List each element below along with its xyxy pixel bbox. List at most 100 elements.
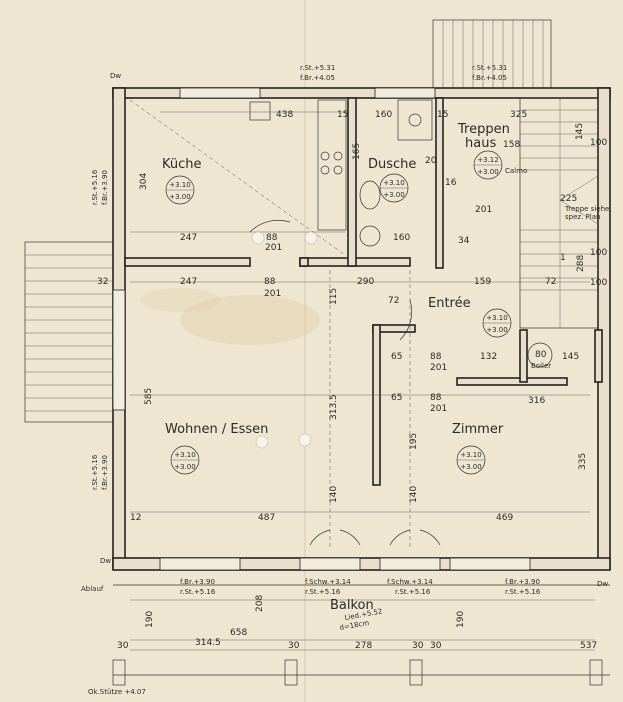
dim: 88 [266,233,278,243]
dim: 30 [412,641,424,651]
dim: 115 [329,288,339,305]
level-bottom-2b: r.St.+5.16 [305,588,341,596]
inner-walls [124,97,603,486]
punch-hole [255,435,269,449]
note-boiler: Boiler [531,362,551,370]
note-dw: Dw [597,580,608,588]
paper-stain [180,295,320,345]
level-west-1b: f.Br.+3.90 [101,170,109,205]
dim: 201 [475,205,492,215]
staircase [519,97,599,368]
dim: 469 [496,513,513,523]
dim: 159 [474,277,491,287]
dim: 145 [562,352,579,362]
zimmer-level-marker: +3.10 +3.00 [456,445,486,475]
dim: 195 [409,433,419,450]
level-bottom-3b: r.St.+5.16 [395,588,431,596]
level-top: +3.10 [486,314,507,322]
level-bottom-4b: r.St.+5.16 [505,588,541,596]
dim: 80 [535,350,547,360]
room-dusche: Dusche [368,157,416,172]
dim: 65 [391,352,402,362]
level-top: +3.10 [174,451,195,459]
dim: 72 [388,296,399,306]
dimension-labels: 438 15 160 15 325 304 165 20 100 145 16 … [97,110,607,651]
dim: 16 [445,178,457,188]
south-balcony [112,584,610,686]
level-bottom: +3.00 [169,193,190,201]
dim: 247 [180,233,197,243]
entree-level-marker: +3.10 +3.00 [482,308,512,338]
dim: 225 [560,194,577,204]
note-dw: Dw [100,557,111,565]
dim: 190 [456,611,466,628]
treppenhaus-level-marker: +3.12 +3.00 [473,150,503,180]
note-treppe: spez. Plan [565,213,600,221]
dim: 314.5 [195,638,221,648]
level-bottom: +3.00 [383,191,404,199]
dim: 1 [560,253,566,263]
dim: 34 [458,236,470,246]
dim: 290 [357,277,374,287]
dim: 278 [355,641,372,651]
level-corner: Ok.Stütze +4.07 [88,688,146,696]
dim: 160 [375,110,392,120]
dim: 12 [130,513,141,523]
note-treppe: Treppe siehe [564,205,609,213]
dim: 201 [430,404,447,414]
dim: 32 [97,277,108,287]
dim: 30 [430,641,442,651]
level-top: +3.10 [169,181,190,189]
balkon-slope-2: d=18cm [339,619,370,632]
dim: 15 [337,110,348,120]
dim: 201 [430,363,447,373]
paper-stain [140,288,220,312]
guide-lines [129,99,590,550]
wohnen-level-marker: +3.10 +3.00 [170,445,200,475]
punch-hole [298,433,312,447]
room-entree: Entrée [428,296,471,311]
dim: 100 [590,248,607,258]
level-top-left: r.St.+5.31 [300,64,335,72]
dim: 30 [117,641,129,651]
kitchen-counter [249,99,347,231]
level-top-right-b: f.Br.+4.05 [472,74,507,82]
kueche-level-marker: +3.10 +3.00 [165,175,195,205]
level-west-2b: f.Br.+3.90 [101,455,109,490]
dim: 132 [480,352,497,362]
outer-walls [112,87,611,571]
dim: 438 [276,110,293,120]
note-ablauf: Ablauf [81,585,104,593]
dim: 313.5 [329,394,339,420]
dim: 201 [265,243,282,253]
dim: 100 [590,138,607,148]
note-dw: Dw [110,72,121,80]
level-bottom-2: f.Schw.+3.14 [305,578,351,586]
dim: 65 [391,393,402,403]
level-bottom: +3.00 [174,463,195,471]
dim: 88 [430,352,442,362]
dim: 145 [575,123,585,140]
dim: 160 [393,233,410,243]
dim: 100 [590,278,607,288]
level-bottom-3: f.Schw.+3.14 [387,578,433,586]
dim: 658 [230,628,247,638]
punch-hole [251,231,265,245]
punch-hole [304,231,318,245]
dim: 140 [409,486,419,503]
dim: 288 [576,255,586,272]
dim: 20 [425,156,437,166]
dusche-level-marker: +3.10 +3.00 [379,173,409,203]
dim: 585 [144,388,154,405]
level-bottom: +3.00 [460,463,481,471]
level-top: +3.10 [460,451,481,459]
level-bottom: +3.00 [486,326,507,334]
room-zimmer: Zimmer [452,422,504,437]
dim: 165 [352,143,362,160]
dim: 30 [288,641,300,651]
level-bottom: +3.00 [477,168,498,176]
level-top-right: r.St.+5.31 [472,64,507,72]
level-bottom-4: f.Br.+3.90 [505,578,540,586]
dim: 537 [580,641,597,651]
